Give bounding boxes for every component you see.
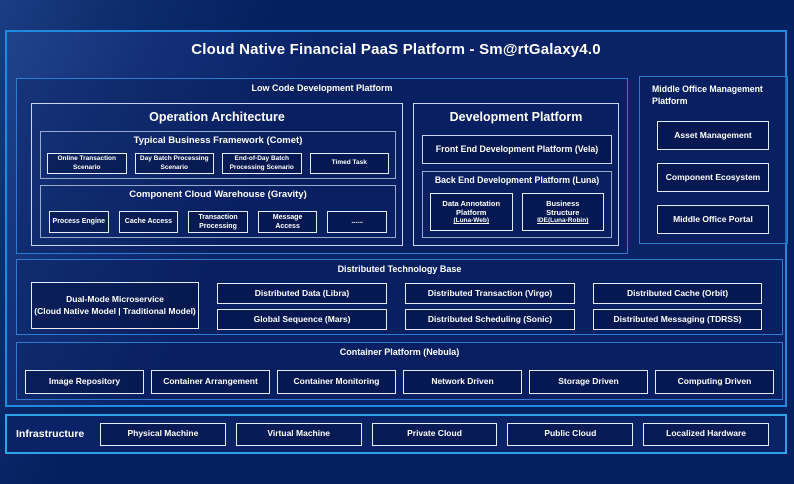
back-end-development-platform-title: Back End Development Platform (Luna) (434, 175, 600, 185)
data-annotation-line3: (Luna-Web) (453, 217, 490, 225)
infrastructure-panel: Infrastructure Physical Machine Virtual … (5, 414, 787, 454)
data-annotation-line1: Data Annotation (442, 198, 501, 208)
box-private-cloud: Private Cloud (371, 422, 498, 446)
box-image-repository: Image Repository (25, 370, 144, 394)
box-front-end-development-platform-vela: Front End Development Platform (Vela) (422, 135, 612, 164)
low-code-development-platform-section: Low Code Development Platform Operation … (16, 78, 628, 254)
dual-mode-line1: Dual-Mode Microservice (66, 294, 164, 305)
container-items-row: Image Repository Container Arrangement C… (25, 370, 774, 394)
container-section-label: Container Platform (Nebula) (339, 347, 460, 357)
box-day-batch-processing-scenario: Day Batch Processing Scenario (134, 153, 214, 174)
box-distributed-cache-orbit: Distributed Cache (Orbit) (593, 283, 762, 304)
operation-architecture-title: Operation Architecture (149, 110, 285, 124)
component-cloud-warehouse-box: Component Cloud Warehouse (Gravity) Proc… (40, 185, 396, 238)
typical-business-framework-box: Typical Business Framework (Comet) Onlin… (40, 131, 396, 179)
dual-mode-line2: (Cloud Native Model | Traditional Model) (34, 305, 196, 316)
box-message-access: Message Access (257, 211, 318, 233)
distributed-section-label: Distributed Technology Base (337, 264, 462, 274)
box-data-annotation-platform-luna-web: Data Annotation Platform (Luna-Web) (430, 193, 513, 231)
box-transaction-processing: Transaction Processing (188, 211, 248, 233)
box-distributed-data-libra: Distributed Data (Libra) (217, 283, 387, 304)
box-distributed-transaction-virgo: Distributed Transaction (Virgo) (405, 283, 575, 304)
business-structure-line1: Business (546, 198, 580, 208)
box-virtual-machine: Virtual Machine (235, 422, 362, 446)
component-cloud-warehouse-title: Component Cloud Warehouse (Gravity) (129, 189, 307, 200)
box-global-sequence-mars: Global Sequence (Mars) (217, 309, 387, 330)
box-physical-machine: Physical Machine (100, 422, 226, 446)
operation-architecture-box: Operation Architecture Typical Business … (31, 103, 403, 246)
box-public-cloud: Public Cloud (507, 422, 634, 446)
box-online-transaction-scenario: Online Transaction Scenario (47, 153, 127, 174)
infrastructure-label: Infrastructure (16, 428, 85, 440)
gravity-items-row: Process Engine Cache Access Transaction … (49, 211, 387, 233)
box-distributed-messaging-tdrss: Distributed Messaging (TDRSS) (593, 309, 762, 330)
distributed-technology-base-section: Distributed Technology Base Dual-Mode Mi… (16, 259, 783, 335)
main-panel: Cloud Native Financial PaaS Platform - S… (5, 30, 788, 407)
box-storage-driven: Storage Driven (529, 370, 648, 394)
comet-items-row: Online Transaction Scenario Day Batch Pr… (47, 153, 389, 174)
development-platform-box: Development Platform Front End Developme… (413, 103, 619, 246)
box-process-engine: Process Engine (49, 211, 109, 233)
box-ellipsis: ...... (327, 211, 387, 233)
box-container-monitoring: Container Monitoring (277, 370, 396, 394)
box-component-ecosystem: Component Ecosystem (657, 163, 769, 192)
box-business-structure-ide-luna-robin: Business Structure IDE(Luna-Robin) (521, 193, 604, 231)
development-platform-title: Development Platform (449, 110, 583, 124)
box-container-arrangement: Container Arrangement (151, 370, 270, 394)
box-distributed-scheduling-sonic: Distributed Scheduling (Sonic) (405, 309, 575, 330)
container-platform-section: Container Platform (Nebula) Image Reposi… (16, 342, 783, 400)
back-end-development-platform-box: Back End Development Platform (Luna) Dat… (422, 171, 612, 238)
data-annotation-line2: Platform (456, 207, 487, 217)
box-asset-management: Asset Management (657, 121, 769, 150)
back-end-items-row: Data Annotation Platform (Luna-Web) Busi… (430, 193, 604, 231)
low-code-section-label: Low Code Development Platform (251, 83, 393, 93)
box-cache-access: Cache Access (118, 211, 179, 233)
business-structure-line2: Structure (546, 207, 580, 217)
box-end-of-day-batch-processing-scenario: End-of-Day Batch Processing Scenario (222, 153, 302, 174)
page-title: Cloud Native Financial PaaS Platform - S… (191, 41, 601, 58)
middle-office-section-label: Middle Office Management Platform (652, 84, 763, 106)
box-timed-task: Timed Task (309, 153, 389, 174)
typical-business-framework-title: Typical Business Framework (Comet) (133, 135, 303, 146)
box-dual-mode-microservice: Dual-Mode Microservice (Cloud Native Mod… (31, 282, 199, 329)
middle-office-management-platform-section: Middle Office Management Platform Asset … (639, 76, 788, 244)
box-network-driven: Network Driven (403, 370, 522, 394)
box-computing-driven: Computing Driven (655, 370, 774, 394)
business-structure-line3: IDE(Luna-Robin) (537, 217, 589, 225)
box-localized-hardware: Localized Hardware (643, 422, 769, 446)
box-middle-office-portal: Middle Office Portal (657, 205, 769, 234)
